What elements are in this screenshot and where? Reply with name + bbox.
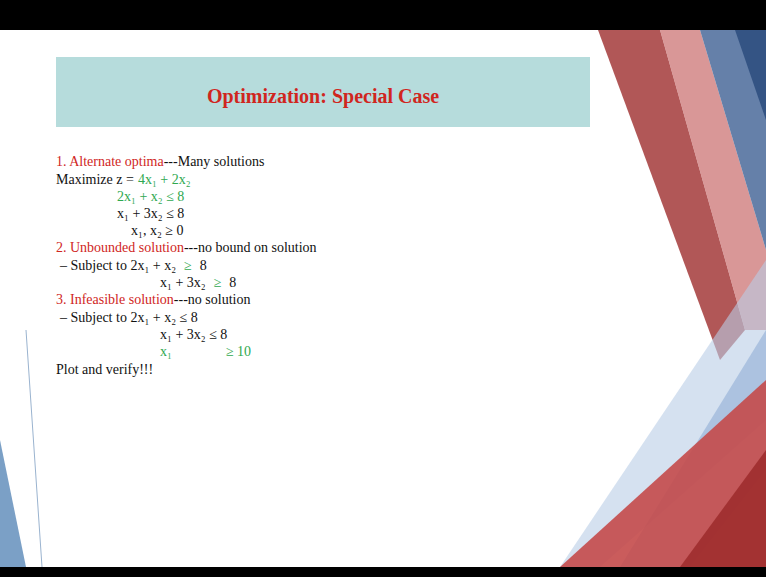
constraint: ≥ 10 (226, 343, 251, 361)
constraint: 2x₁ + x₂ ≤ 8 (117, 188, 184, 206)
text-line: 2. Unbounded solution---no bound on solu… (56, 239, 317, 257)
red-triangle-dark (680, 450, 766, 567)
section-heading: 3. Infeasible solution (56, 291, 174, 309)
slide-title: Optimization: Special Case (66, 84, 580, 108)
blue-band-dark (735, 30, 766, 120)
constraint: x₁ + 3x₂ (160, 274, 206, 292)
light-blue-band (560, 260, 766, 567)
constraint: x₁ (160, 343, 172, 361)
text-line: x₁ + 3x₂ ≤ 8 (160, 326, 227, 344)
inequality-sign: ≥ (184, 257, 192, 275)
instruction: Plot and verify!!! (56, 361, 153, 379)
section-note: ---no bound on solution (184, 239, 317, 257)
section-note: ---Many solutions (164, 153, 265, 171)
text-line: x₁, x₂ ≥ 0 (131, 222, 183, 240)
constraint: x₁ + 3x₂ ≤ 8 (160, 326, 227, 344)
constraint-value: 8 (229, 274, 236, 292)
accent-line (26, 330, 42, 567)
blue-corner (0, 440, 26, 567)
objective-expression: 4x₁ + 2x₂ (138, 171, 191, 189)
text-line: 1. Alternate optima---Many solutions (56, 153, 264, 171)
constraint-value: 8 (200, 257, 207, 275)
constraint: – Subject to 2x₁ + x₂ ≤ 8 (60, 309, 198, 327)
inequality-sign: ≥ (214, 274, 222, 292)
text-line: – Subject to 2x₁ + x₂ ≥8 (60, 257, 207, 275)
text-line: – Subject to 2x₁ + x₂ ≤ 8 (60, 309, 198, 327)
text-line: x₁ + 3x₂ ≥8 (160, 274, 236, 292)
section-note: ---no solution (174, 291, 251, 309)
text-line: Maximize z =4x₁ + 2x₂ (56, 171, 191, 189)
text-line: 3. Infeasible solution---no solution (56, 291, 250, 309)
title-band: Optimization: Special Case (56, 57, 590, 127)
constraint: x₁, x₂ ≥ 0 (131, 222, 183, 240)
objective: Maximize z = (56, 171, 134, 189)
constraint: x₁ + 3x₂ ≤ 8 (117, 205, 184, 223)
text-line: x₁ + 3x₂ ≤ 8 (117, 205, 184, 223)
text-line: 2x₁ + x₂ ≤ 8 (117, 188, 184, 206)
section-heading: 2. Unbounded solution (56, 239, 184, 257)
text-line: Plot and verify!!! (56, 361, 153, 379)
red-triangle (560, 380, 766, 567)
section-heading: 1. Alternate optima (56, 153, 164, 171)
constraint: – Subject to 2x₁ + x₂ (60, 257, 176, 275)
blue-band (700, 30, 766, 250)
text-line: x₁ ≥ 10 (160, 343, 251, 361)
